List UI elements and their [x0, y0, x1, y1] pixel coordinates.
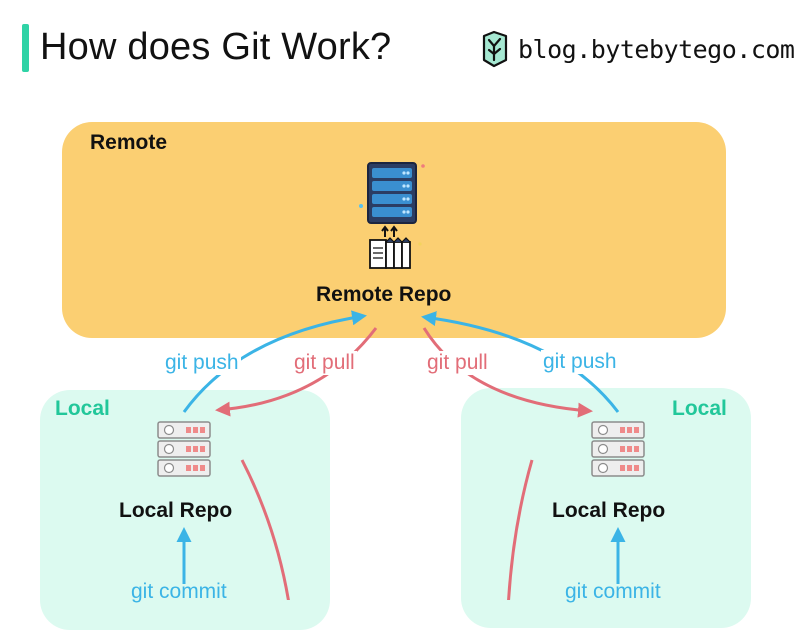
remote-region-label: Remote	[90, 131, 168, 154]
git-commit-right-label: git commit	[565, 580, 661, 603]
page-title: How does Git Work?	[40, 26, 392, 68]
git-pull-left-label: git pull	[292, 351, 357, 375]
remote-repo-label: Remote Repo	[316, 283, 452, 306]
local-repo-left-label: Local Repo	[119, 499, 233, 522]
title-accent-bar	[22, 24, 29, 72]
local-server-icon	[157, 421, 211, 477]
git-push-left-arrow	[182, 310, 367, 413]
git-pull-right-arrow	[422, 327, 593, 418]
brand: blog.bytebytego.com	[480, 30, 795, 68]
local-region-right-label: Local	[672, 397, 727, 420]
checkout-left-curve	[240, 459, 290, 600]
bytebytego-logo-icon	[482, 30, 508, 68]
local-region-left-label: Local	[55, 397, 110, 420]
brand-url: blog.bytebytego.com	[518, 34, 795, 64]
checkout-right-curve	[507, 459, 534, 600]
local-server-icon	[591, 421, 645, 477]
git-push-left-label: git push	[163, 351, 241, 375]
local-repo-right-label: Local Repo	[552, 499, 666, 522]
server-icon	[359, 162, 425, 269]
git-push-right-arrow	[421, 311, 620, 413]
git-push-right-label: git push	[541, 350, 619, 374]
git-commit-left-label: git commit	[131, 580, 227, 603]
flow-arrows	[176, 310, 626, 600]
git-pull-right-label: git pull	[425, 351, 490, 375]
git-pull-left-arrow	[215, 327, 378, 417]
